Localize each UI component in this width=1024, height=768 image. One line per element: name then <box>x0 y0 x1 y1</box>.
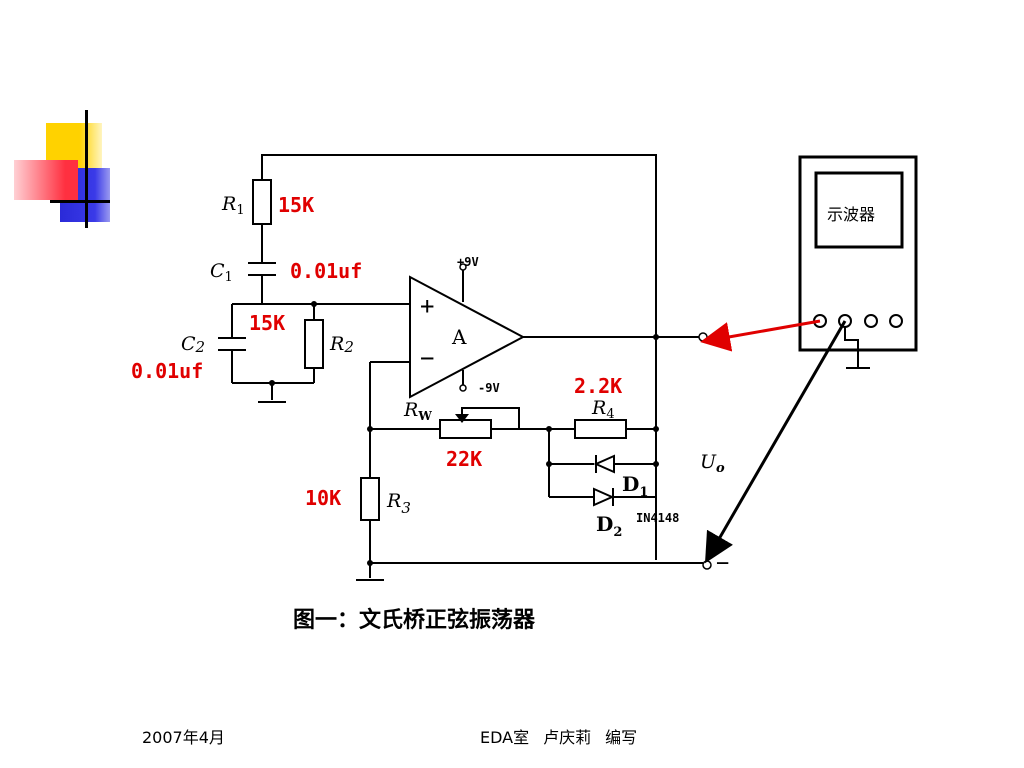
opamp-triangle <box>409 275 526 399</box>
footer-date: 2007年4月 <box>142 728 225 747</box>
label-output-minus: − <box>716 551 729 576</box>
label-rw: RW <box>403 399 432 423</box>
deco-red-block <box>14 160 78 200</box>
resistors <box>252 179 627 521</box>
component-name-labels: R1 C1 C2 R2 RW R4 R3 D1 D2 IN4148 Uo + − <box>181 193 729 576</box>
value-r4: 2.2K <box>574 374 622 398</box>
resistor-r4 <box>574 419 627 439</box>
footer-author: 卢庆莉 <box>543 728 592 747</box>
label-c2: C2 <box>181 333 205 356</box>
label-diode-part: IN4148 <box>636 511 679 525</box>
label-c1: C1 <box>210 260 233 285</box>
label-output-voltage: Uo <box>700 451 725 476</box>
opamp-label: A <box>451 325 467 349</box>
deco-vertical-line <box>85 110 88 228</box>
footer-role: 编写 <box>605 728 638 747</box>
label-r3: R3 <box>386 490 411 517</box>
probe-arrow-ground <box>704 320 847 564</box>
resistor-r3 <box>360 477 380 521</box>
deco-horizontal-line <box>50 200 110 203</box>
resistor-r1 <box>252 179 272 225</box>
label-r2: R2 <box>329 333 354 356</box>
resistor-r2 <box>304 319 324 369</box>
value-r2: 15K <box>249 311 285 335</box>
value-r1: 15K <box>278 193 314 217</box>
nodes <box>269 301 659 566</box>
value-c1: 0.01uf <box>290 259 362 283</box>
oscilloscope: 示波器 <box>798 155 918 369</box>
footer-credit: EDA室卢庆莉编写 <box>480 724 651 748</box>
oscilloscope-screen <box>814 171 904 249</box>
diode-d2 <box>593 487 615 507</box>
value-r3: 10K <box>305 486 341 510</box>
opamp-plus-symbol: + <box>420 292 434 320</box>
oscilloscope-ground-wire <box>844 327 859 368</box>
diagram-caption: 图一：文氏桥正弦振荡器 <box>293 607 536 633</box>
capacitors <box>218 262 276 351</box>
potentiometer-wiper-arrow <box>455 414 469 423</box>
value-rw: 22K <box>446 447 482 471</box>
supply-positive-label: +9V <box>457 255 479 269</box>
value-c2: 0.01uf <box>131 359 203 383</box>
label-r1: R1 <box>221 193 245 218</box>
opamp-minus-symbol: − <box>420 344 434 372</box>
oscilloscope-knob-4 <box>889 314 903 328</box>
label-d2: D2 <box>596 512 622 540</box>
component-value-labels: 15K 0.01uf 15K 0.01uf 2.2K 22K 10K <box>131 193 622 510</box>
probe-arrow-signal <box>700 319 821 352</box>
oscilloscope-knob-3 <box>864 314 878 328</box>
label-d1: D1 <box>622 472 648 500</box>
footer-lab: EDA室 <box>480 728 530 747</box>
resistor-rw <box>439 419 492 439</box>
supply-negative-label: -9V <box>478 381 500 395</box>
oscilloscope-label: 示波器 <box>827 205 875 224</box>
label-r4: R4 <box>591 397 615 422</box>
diode-d1 <box>593 454 615 474</box>
